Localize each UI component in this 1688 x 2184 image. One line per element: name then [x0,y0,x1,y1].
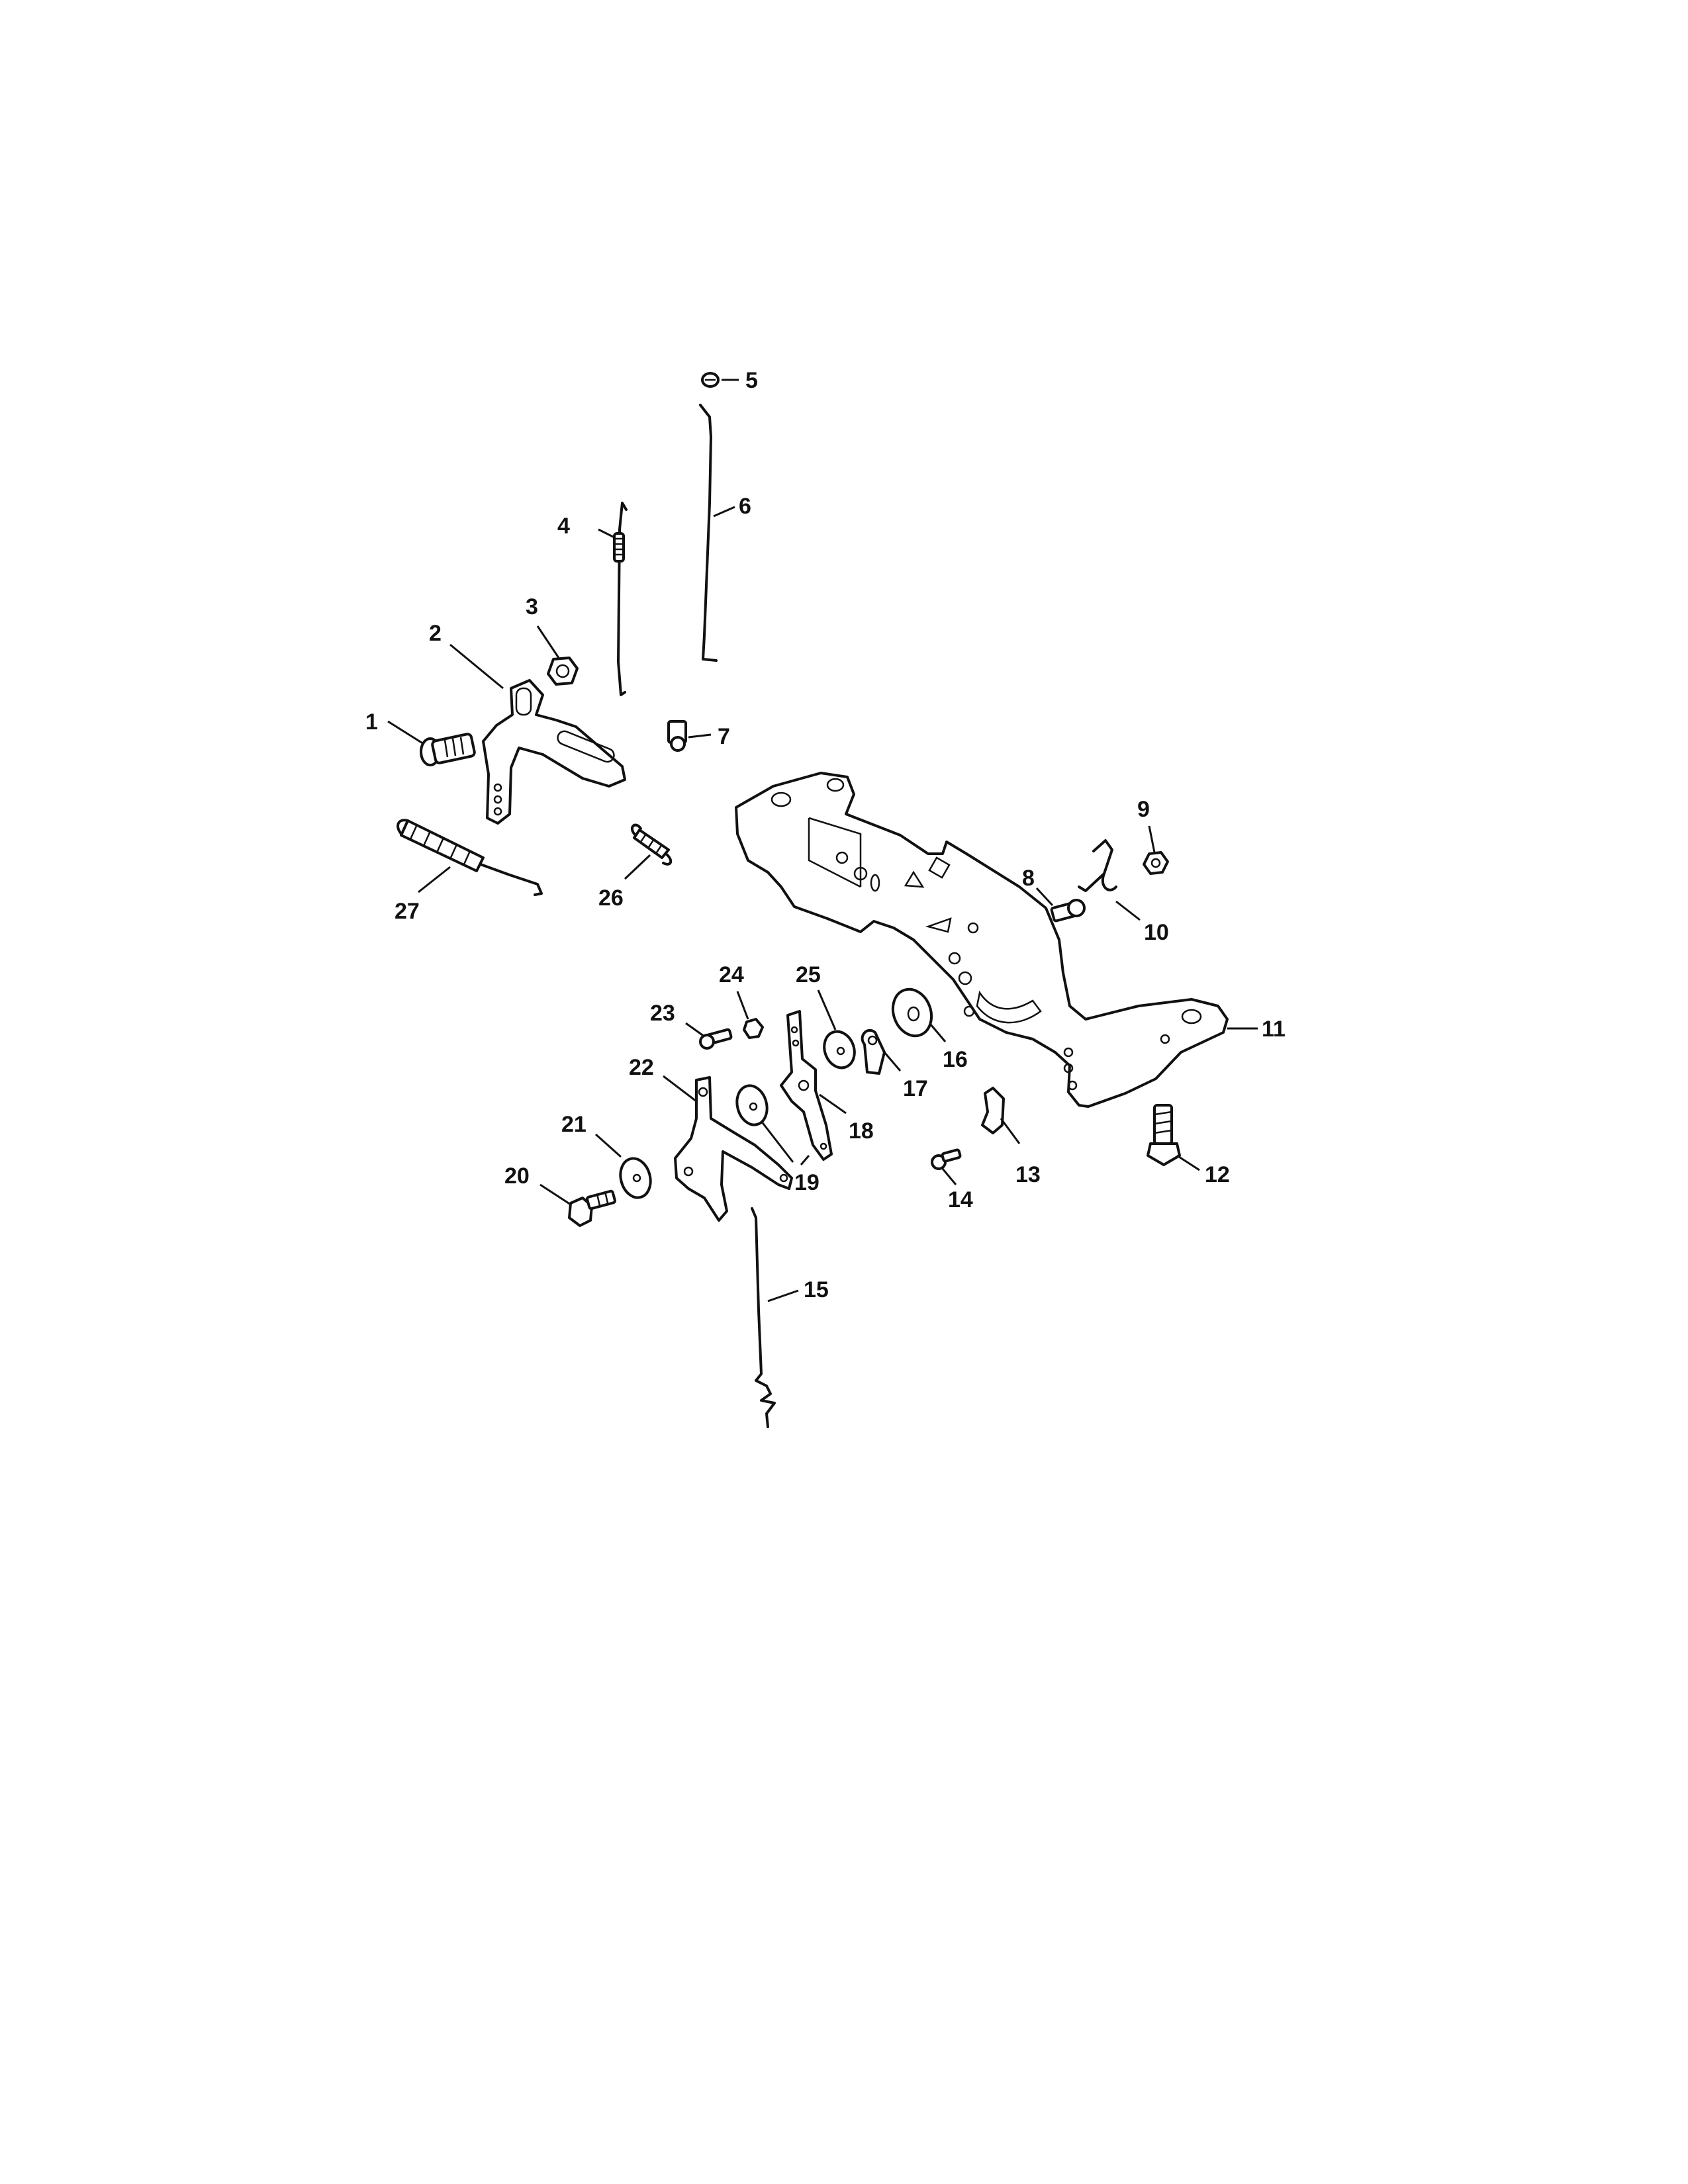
callout-20: 20 [504,1163,530,1189]
callout-8: 8 [1022,866,1035,891]
part-24-nut [743,1018,764,1039]
callout-14: 14 [948,1187,973,1212]
callout-22: 22 [629,1055,654,1080]
callout-11: 11 [1262,1017,1286,1042]
part-15-link-rod [751,1207,776,1428]
part-1-bolt [420,733,476,766]
callout-23: 23 [650,1001,675,1026]
callout-9: 9 [1137,797,1150,822]
callout-10: 10 [1144,920,1169,945]
part-20-flange-bolt [568,1189,616,1227]
callout-18: 18 [849,1118,874,1144]
callout-15: 15 [804,1277,829,1302]
callout-2: 2 [429,621,442,646]
part-12-flange-bolt [1147,1104,1181,1166]
callout-24: 24 [719,962,744,987]
part-14-screw [931,1148,962,1170]
callout-16: 16 [943,1047,968,1072]
callout-19: 19 [794,1170,820,1195]
callout-26: 26 [598,886,624,911]
callout-17: 17 [903,1076,928,1101]
part-8-bolt [1050,899,1086,923]
callout-labels: 1 2 3 4 5 6 7 8 9 10 11 12 13 14 15 16 1… [365,368,1286,1302]
part-17-clip [861,1028,886,1075]
part-23-screw [699,1028,733,1050]
part-7-clip [667,720,687,752]
part-25-washer [823,1030,856,1069]
part-2-control-lever [482,679,626,825]
callout-3: 3 [526,594,538,619]
callout-13: 13 [1015,1162,1041,1187]
part-6-rod [699,404,718,662]
part-16-washer [891,987,933,1038]
part-13-clip [981,1087,1005,1134]
callout-5: 5 [745,368,758,393]
part-3-hex-nut [547,657,579,686]
part-10-wire-spring [1078,839,1117,892]
callout-27: 27 [395,899,420,924]
callout-6: 6 [739,494,751,519]
part-11-bracket [735,772,1229,1108]
part-26-short-spring [631,823,673,866]
callout-12: 12 [1205,1162,1230,1187]
callout-1: 1 [365,709,378,735]
callout-4: 4 [557,514,570,539]
part-27-long-spring [397,819,543,896]
leader-lines [387,379,1258,1302]
part-5-nut [701,372,720,388]
part-19-washer [735,1084,769,1126]
callout-7: 7 [718,724,730,749]
part-4-spring-rod [613,502,628,696]
part-18-lever [780,1010,833,1161]
callout-21: 21 [561,1112,586,1137]
part-22-governor-lever [674,1076,793,1222]
part-21-washer [619,1157,652,1199]
callout-25: 25 [796,962,821,987]
part-9-nut [1143,851,1169,875]
